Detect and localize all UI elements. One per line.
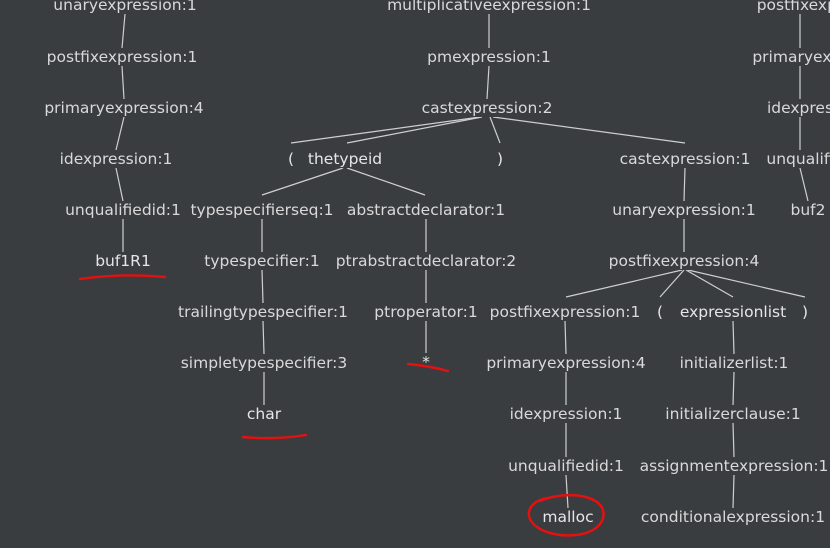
edge-uq1-mal (565, 474, 569, 509)
edge-a1-a2 (121, 65, 125, 100)
node-a4-unqualifiedid-1: unqualifiedid:1 (63, 201, 183, 219)
node-lp-symbol: ( (285, 150, 297, 168)
node-po-ptroperator-1: ptroperator:1 (372, 303, 480, 321)
edge-a0-a1 (121, 13, 126, 49)
node-mal-malloc: malloc (540, 508, 596, 526)
edge-pf4-rp2 (687, 269, 806, 298)
node-el-expressionlist: expressionlist (677, 303, 789, 321)
node-m0-multiplicativeexpression-1: multiplicativeexpression:1 (385, 0, 593, 14)
node-pe4-primaryexpression-4: primaryexpression:4 (484, 354, 648, 372)
node-lp2-symbol: ( (654, 303, 666, 321)
node-m2-castexpression-2: castexpression:2 (419, 99, 555, 117)
node-r4-buf2: buf2 (788, 201, 828, 219)
edge-a3-a4 (115, 167, 124, 202)
edge-m1-m2 (486, 65, 490, 100)
node-cond-conditionalexpression-1: conditionalexpression:1 (638, 508, 828, 526)
node-ts-typespecifierseq-1: typespecifierseq:1 (188, 201, 336, 219)
node-rp-symbol: ) (494, 150, 506, 168)
node-r2-idexpres: idexpres (764, 99, 830, 117)
node-m1-pmexpression-1: pmexpression:1 (425, 48, 553, 66)
edge-ae-cond (732, 474, 735, 509)
edge-pf4-pf1 (565, 269, 683, 298)
circle-malloc (527, 493, 605, 537)
underline-star (406, 362, 450, 373)
edge-m2-tid (346, 116, 483, 144)
edge-m2-rp (489, 116, 501, 144)
edge-ic-ae (732, 422, 735, 458)
node-a0-unaryexpression-1: unaryexpression:1 (51, 0, 199, 14)
node-ic-initializerclause-1: initializerclause:1 (663, 405, 803, 423)
node-a1-postfixexpression-1: postfixexpression:1 (44, 48, 200, 66)
node-r1-primaryexpr: primaryexpr (750, 48, 830, 66)
node-star-symbol: * (420, 353, 432, 371)
node-a3-idexpression-1: idexpression:1 (57, 150, 175, 168)
node-a2-primaryexpression-4: primaryexpression:4 (42, 99, 206, 117)
node-rp2-symbol: ) (799, 303, 811, 321)
node-pad-ptrabstractdeclarator-2: ptrabstractdeclarator:2 (333, 252, 519, 270)
node-char-char: char (244, 405, 284, 423)
edge-pf1-pe4 (564, 320, 567, 355)
edge-tid-ts (261, 167, 344, 196)
edge-il-ic (732, 371, 735, 406)
edge-pf4-lp2 (659, 269, 685, 298)
edge-m2-lp (290, 116, 481, 144)
underline-char (241, 433, 308, 440)
node-tid-thetypeid: thetypeid (305, 150, 385, 168)
node-il-initializerlist-1: initializerlist:1 (677, 354, 791, 372)
node-u1-unaryexpression-1: unaryexpression:1 (610, 201, 758, 219)
edge-a2-a3 (115, 116, 125, 151)
edge-tsp-tts (261, 269, 264, 304)
node-r0-postfixexpr: postfixexpr (754, 0, 830, 14)
node-sts-simpletypespecifier-3: simpletypespecifier:3 (178, 354, 350, 372)
edge-tts-sts (262, 320, 265, 355)
edge-pf4-el (685, 269, 734, 298)
node-pf4-postfixexpression-4: postfixexpression:4 (606, 252, 762, 270)
node-tsp-typespecifier-1: typespecifier:1 (202, 252, 322, 270)
edge-m2-ce1 (492, 116, 686, 144)
node-ce1-castexpression-1: castexpression:1 (617, 150, 753, 168)
node-uq1-unqualifiedid-1: unqualifiedid:1 (506, 457, 626, 475)
underline-buf1r1 (78, 274, 167, 281)
node-a5-buf1r1: buf1R1 (93, 252, 153, 270)
node-ae-assignmentexpression-1: assignmentexpression:1 (637, 457, 830, 475)
node-ad-abstractdeclarator-1: abstractdeclarator:1 (344, 201, 508, 219)
edge-tid-ad (346, 167, 426, 196)
node-tts-trailingtypespecifier-1: trailingtypespecifier:1 (176, 303, 350, 321)
edge-ce1-u1 (683, 167, 686, 202)
edge-el-il (732, 320, 735, 355)
node-pf1-postfixexpression-1: postfixexpression:1 (487, 303, 643, 321)
edge-r3-r4 (799, 167, 809, 202)
node-r3-unqualifi: unqualifi (764, 150, 830, 168)
node-ie1-idexpression-1: idexpression:1 (507, 405, 625, 423)
